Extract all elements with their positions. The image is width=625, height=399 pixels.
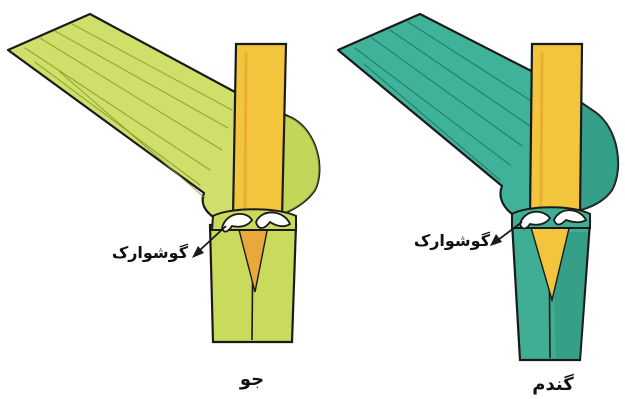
wheat-stem: [530, 44, 582, 216]
barley-stem: [233, 44, 286, 218]
barley-illustration: گوشوارک جو: [8, 14, 319, 390]
barley-auricle-label: گوشوارک: [112, 243, 189, 262]
wheat-auricle-label: گوشوارک: [414, 231, 491, 250]
wheat-stem-highlight: [541, 52, 542, 208]
barley-name-label: جو: [239, 369, 264, 390]
wheat-name-label: گندم: [532, 373, 574, 395]
barley-stem-highlight: [245, 52, 246, 210]
wheat-pointer-arrowhead: [490, 234, 502, 246]
wheat-illustration: گوشوارک گندم: [338, 14, 618, 395]
